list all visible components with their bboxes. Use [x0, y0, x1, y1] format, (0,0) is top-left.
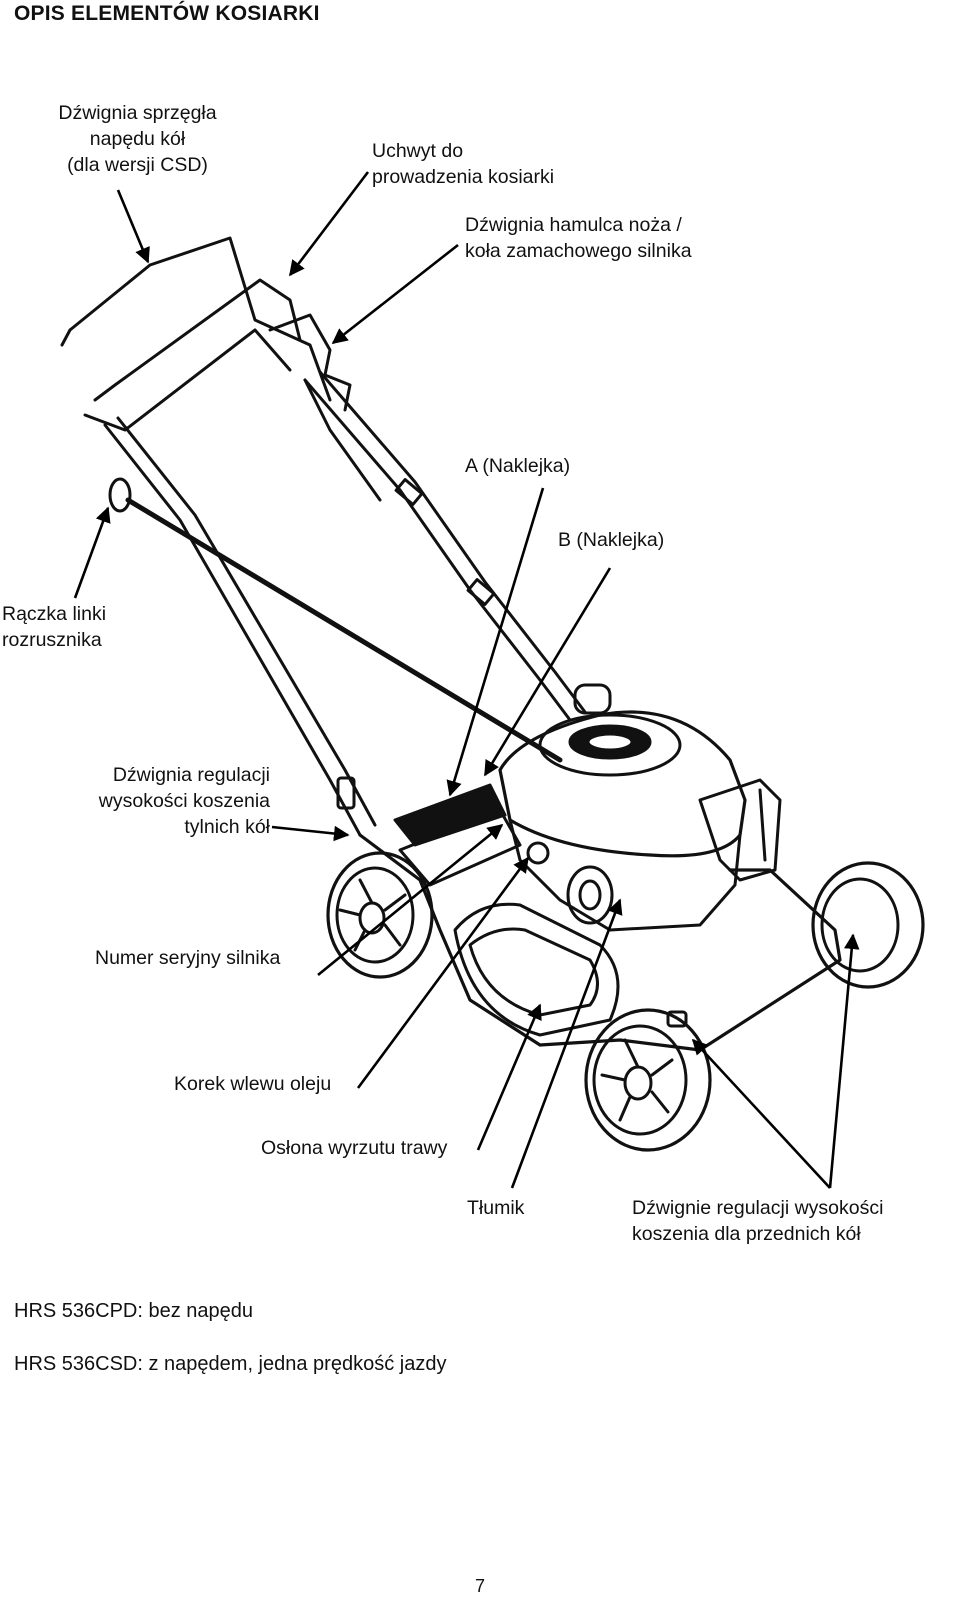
label-discharge-guard: Osłona wyrzutu trawy [261, 1137, 448, 1159]
arrow-oil-cap [356, 856, 530, 1089]
engine-top-cover [538, 713, 682, 777]
starter-cable [125, 497, 563, 763]
oil-cap [526, 841, 550, 865]
mower-deck [358, 833, 842, 1052]
leader-arrows [73, 171, 860, 1189]
arrow-front-height-2 [828, 933, 860, 1189]
brake-lever-bail [268, 313, 352, 412]
starter-grip [108, 477, 132, 513]
label-starter-grip: Rączka linki rozrusznika [2, 603, 107, 651]
arrow-brake-lever [331, 243, 459, 345]
label-brake-lever: Dźwignia hamulca noża / koła zamachowego… [465, 214, 692, 262]
label-rear-height-lever: Dźwignia regulacji wysokości koszenia ty… [98, 764, 270, 838]
model-note-csd: HRS 536CSD: z napędem, jedna prędkość ja… [14, 1353, 447, 1375]
label-front-height-levers: Dźwignie regulacji wysokości koszenia dl… [632, 1197, 884, 1245]
label-engine-serial: Numer seryjny silnika [95, 947, 281, 969]
page-title: OPIS ELEMENTÓW KOSIARKI [14, 2, 320, 25]
front-height-lever [666, 1010, 688, 1028]
arrow-starter-grip [73, 506, 111, 599]
label-decal-a: A (Naklejka) [465, 455, 571, 477]
mower-illustration [60, 236, 925, 1152]
label-decal-b: B (Naklejka) [558, 529, 665, 551]
rear-right-wheel [811, 861, 925, 989]
front-left-wheel [584, 1008, 712, 1152]
rear-left-wheel [326, 851, 434, 979]
fuel-cap [573, 683, 612, 715]
engine-body [498, 710, 747, 858]
label-muffler: Tłumik [467, 1197, 525, 1219]
handle-tube-right [303, 378, 572, 722]
lawnmower-diagram [60, 171, 925, 1189]
arrow-muffler [510, 898, 623, 1189]
page-number: 7 [474, 1576, 485, 1596]
arrow-front-height-1 [691, 1038, 831, 1189]
arrow-engine-serial [317, 823, 504, 977]
label-clutch-lever: Dźwignia sprzęgła napędu kół (dla wersji… [58, 102, 217, 176]
arrow-discharge-guard [476, 1003, 542, 1151]
arrow-handle [288, 171, 370, 277]
discharge-area [393, 783, 507, 847]
arrow-clutch-lever [116, 189, 150, 264]
arrow-rear-height-lever [271, 825, 350, 842]
model-note-cpd: HRS 536CPD: bez napędu [14, 1300, 254, 1322]
handle-bar [93, 278, 302, 402]
handle-outer [68, 236, 332, 402]
label-oil-cap: Korek wlewu oleju [174, 1073, 332, 1095]
muffler-body [698, 778, 782, 882]
arrow-decal-a [446, 487, 545, 797]
arrow-decal-b [483, 567, 612, 777]
rear-height-lever [336, 776, 356, 810]
label-handle: Uchwyt do prowadzenia kosiarki [372, 140, 555, 188]
